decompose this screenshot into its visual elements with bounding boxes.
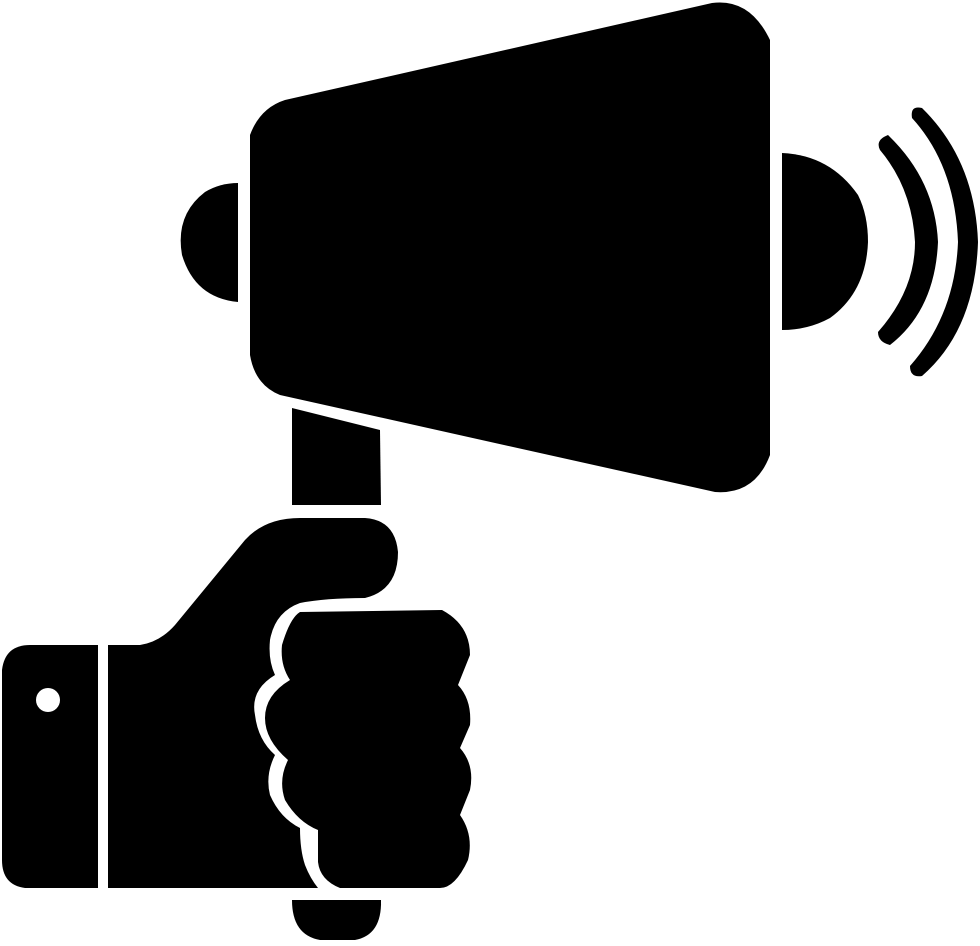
sound-wave-outer	[910, 107, 978, 377]
cuff-button-icon	[36, 688, 60, 712]
megaphone-handle	[292, 408, 381, 505]
megaphone-front-cap	[782, 153, 868, 330]
megaphone-handle-end	[292, 900, 382, 940]
sound-wave-inner	[878, 135, 938, 345]
sleeve-cuff	[2, 645, 98, 888]
hand-palm	[108, 518, 398, 888]
megaphone-back-cap	[180, 183, 238, 302]
hand-fingers	[265, 610, 472, 888]
megaphone-horn	[250, 2, 770, 493]
